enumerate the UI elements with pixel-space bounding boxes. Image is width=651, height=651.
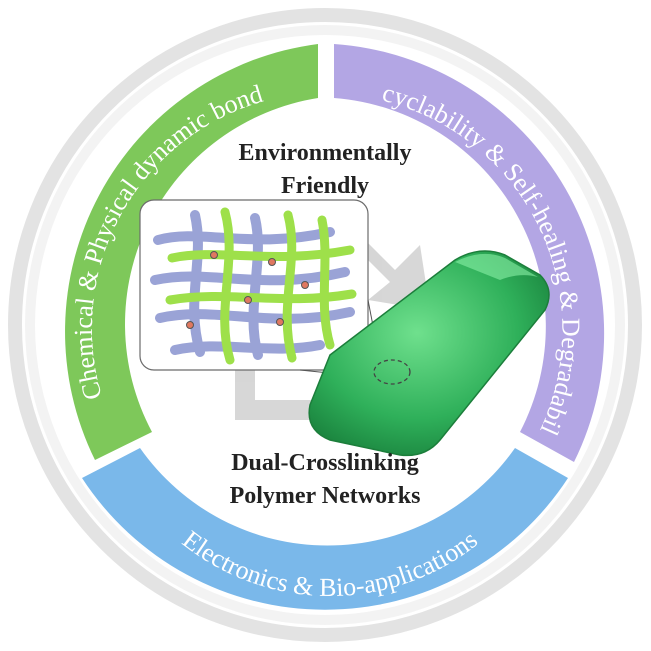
center-top-line2: Friendly bbox=[281, 173, 369, 199]
hydrogel-block-icon bbox=[308, 250, 550, 457]
center-bottom-line1: Dual-Crosslinking bbox=[231, 450, 419, 476]
segment-electronics bbox=[82, 448, 568, 610]
center-top-line1: Environmentally bbox=[239, 140, 412, 166]
polymer-network-icon bbox=[139, 199, 369, 371]
segment-chemical-physical bbox=[65, 44, 318, 460]
segment-recyclability bbox=[334, 44, 605, 462]
center-bottom-line2: Polymer Networks bbox=[230, 483, 421, 509]
outer-ring bbox=[8, 8, 642, 642]
